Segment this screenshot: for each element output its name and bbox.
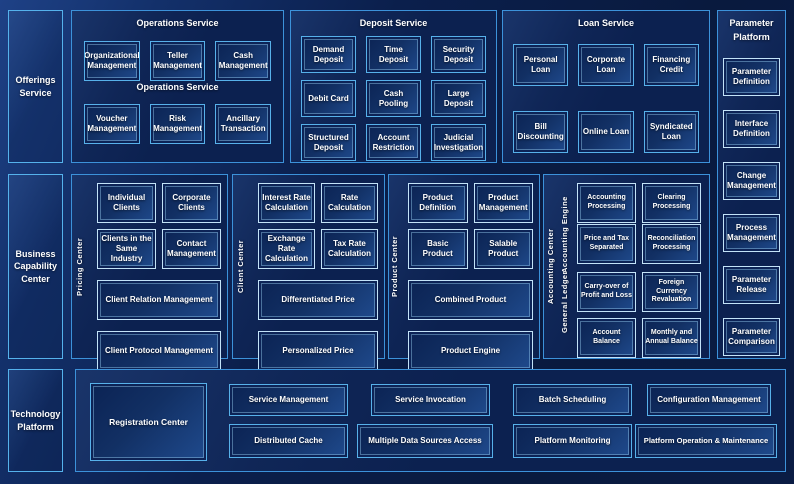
box-ancillary-transaction: Ancillary Transaction <box>215 104 272 144</box>
panel-accounting-center: Accounting Center Accounting Engine Gene… <box>543 174 710 359</box>
box-service-invocation: Service Invocation <box>371 384 490 416</box>
box-distributed-cache: Distributed Cache <box>229 424 348 458</box>
box-time-deposit: Time Deposit <box>366 36 421 73</box>
parameter-platform-title: Parameter Platform <box>729 18 774 42</box>
box-client-protocol-management: Client Protocol Management <box>97 331 221 371</box>
box-product-management: Product Management <box>473 183 533 223</box>
box-carry-over-of-profit-and-loss: Carry-over of Profit and Loss <box>577 272 636 312</box>
panel-pricing-center: Pricing Center Individual Clients Corpor… <box>71 174 228 371</box>
box-online-loan: Online Loan <box>578 111 634 153</box>
box-change-management: Change Management <box>723 162 780 200</box>
box-syndicated-loan: Syndicated Loan <box>643 111 699 153</box>
rail-offerings-service: Offerings Service <box>8 10 63 163</box>
box-structured-deposit: Structured Deposit <box>301 124 356 161</box>
panel-client-center: Client Center Interest Rate Calculation … <box>232 174 385 371</box>
panel-product-center: Product Center Product Definition Produc… <box>388 174 540 371</box>
box-parameter-definition: Parameter Definition <box>723 58 780 96</box>
box-cash-pooling: Cash Pooling <box>366 80 421 117</box>
box-security-deposit: Security Deposit <box>431 36 486 73</box>
box-account-balance: Account Balance <box>577 318 636 358</box>
box-parameter-release: Parameter Release <box>723 266 780 304</box>
panel-deposit-service: Deposit Service Demand Deposit Time Depo… <box>290 10 497 163</box>
box-voucher-management: Voucher Management <box>84 104 140 144</box>
box-salable-product: Salable Product <box>473 229 533 269</box>
box-contact-management: Contact Management <box>162 229 221 269</box>
box-personalized-price: Personalized Price <box>258 331 378 371</box>
panel-loan-service: Loan Service Personal Loan Corporate Loa… <box>502 10 710 163</box>
box-interest-rate-calculation: Interest Rate Calculation <box>258 183 315 223</box>
box-product-engine: Product Engine <box>408 331 533 371</box>
operations-service-title: Operations Service <box>136 18 219 28</box>
rail-technology-platform: Technology Platform <box>8 369 63 472</box>
box-risk-management: Risk Management <box>149 104 206 144</box>
box-registration-center: Registration Center <box>90 383 207 461</box>
box-demand-deposit: Demand Deposit <box>301 36 356 73</box>
box-basic-product: Basic Product <box>408 229 468 269</box>
box-differentiated-price: Differentiated Price <box>258 280 378 320</box>
box-price-and-tax-separated: Price and Tax Separated <box>577 224 636 264</box>
box-interface-definition: Interface Definition <box>723 110 780 148</box>
deposit-service-title: Deposit Service <box>359 18 428 28</box>
box-service-management: Service Management <box>229 384 348 416</box>
rail-technology-platform-label: Technology Platform <box>10 409 61 432</box>
loan-service-title: Loan Service <box>577 18 635 28</box>
box-multiple-data-sources-access: Multiple Data Sources Access <box>357 424 493 458</box>
box-accounting-processing: Accounting Processing <box>577 183 636 223</box>
panel-parameter-platform: Parameter Platform Parameter Definition … <box>717 10 786 359</box>
box-platform-operation-maintenance: Platform Operation & Maintenance <box>635 424 777 458</box>
box-rate-calculation: Rate Calculation <box>321 183 378 223</box>
box-individual-clients: Individual Clients <box>97 183 156 223</box>
box-cash-management: Cash Management <box>215 41 272 81</box>
box-combined-product: Combined Product <box>408 280 533 320</box>
box-corporate-loan: Corporate Loan <box>578 44 634 86</box>
rail-business-capability-center-label: Business Capability Center <box>13 249 57 284</box>
box-judicial-investigation: Judicial Investigation <box>431 124 486 161</box>
rail-offerings-service-label: Offerings Service <box>15 75 56 98</box>
box-platform-monitoring: Platform Monitoring <box>513 424 632 458</box>
box-process-management: Process Management <box>723 214 780 252</box>
box-corporate-clients: Corporate Clients <box>162 183 221 223</box>
operations-service-subtitle: Operations Service <box>136 82 219 92</box>
box-tax-rate-calculation: Tax Rate Calculation <box>321 229 378 269</box>
box-personal-loan: Personal Loan <box>513 44 569 86</box>
box-organizational-management: Organizational Management <box>84 41 140 81</box>
rail-business-capability-center: Business Capability Center <box>8 174 63 359</box>
box-clearing-processing: Clearing Processing <box>642 183 701 223</box>
panel-technology-platform: Registration Center Service Management S… <box>75 369 786 472</box>
box-parameter-comparison: Parameter Comparison <box>723 318 780 356</box>
box-large-deposit: Large Deposit <box>431 80 486 117</box>
box-account-restriction: Account Restriction <box>366 124 421 161</box>
box-batch-scheduling: Batch Scheduling <box>513 384 632 416</box>
box-reconciliation-processing: Reconciliation Processing <box>642 224 701 264</box>
box-client-relation-management: Client Relation Management <box>97 280 221 320</box>
box-monthly-and-annual-balance: Monthly and Annual Balance <box>642 318 701 358</box>
box-configuration-management: Configuration Management <box>647 384 771 416</box>
box-clients-in-the-same-industry: Clients in the Same Industry <box>97 229 156 269</box>
panel-operations-service: Operations Service Organizational Manage… <box>71 10 284 163</box>
box-teller-management: Teller Management <box>149 41 206 81</box>
box-product-definition: Product Definition <box>408 183 468 223</box>
box-exchange-rate-calculation: Exchange Rate Calculation <box>258 229 315 269</box>
box-debit-card: Debit Card <box>301 80 356 117</box>
box-foreign-currency-revaluation: Foreign Currency Revaluation <box>642 272 701 312</box>
box-financing-credit: Financing Credit <box>643 44 699 86</box>
box-bill-discounting: Bill Discounting <box>513 111 569 153</box>
